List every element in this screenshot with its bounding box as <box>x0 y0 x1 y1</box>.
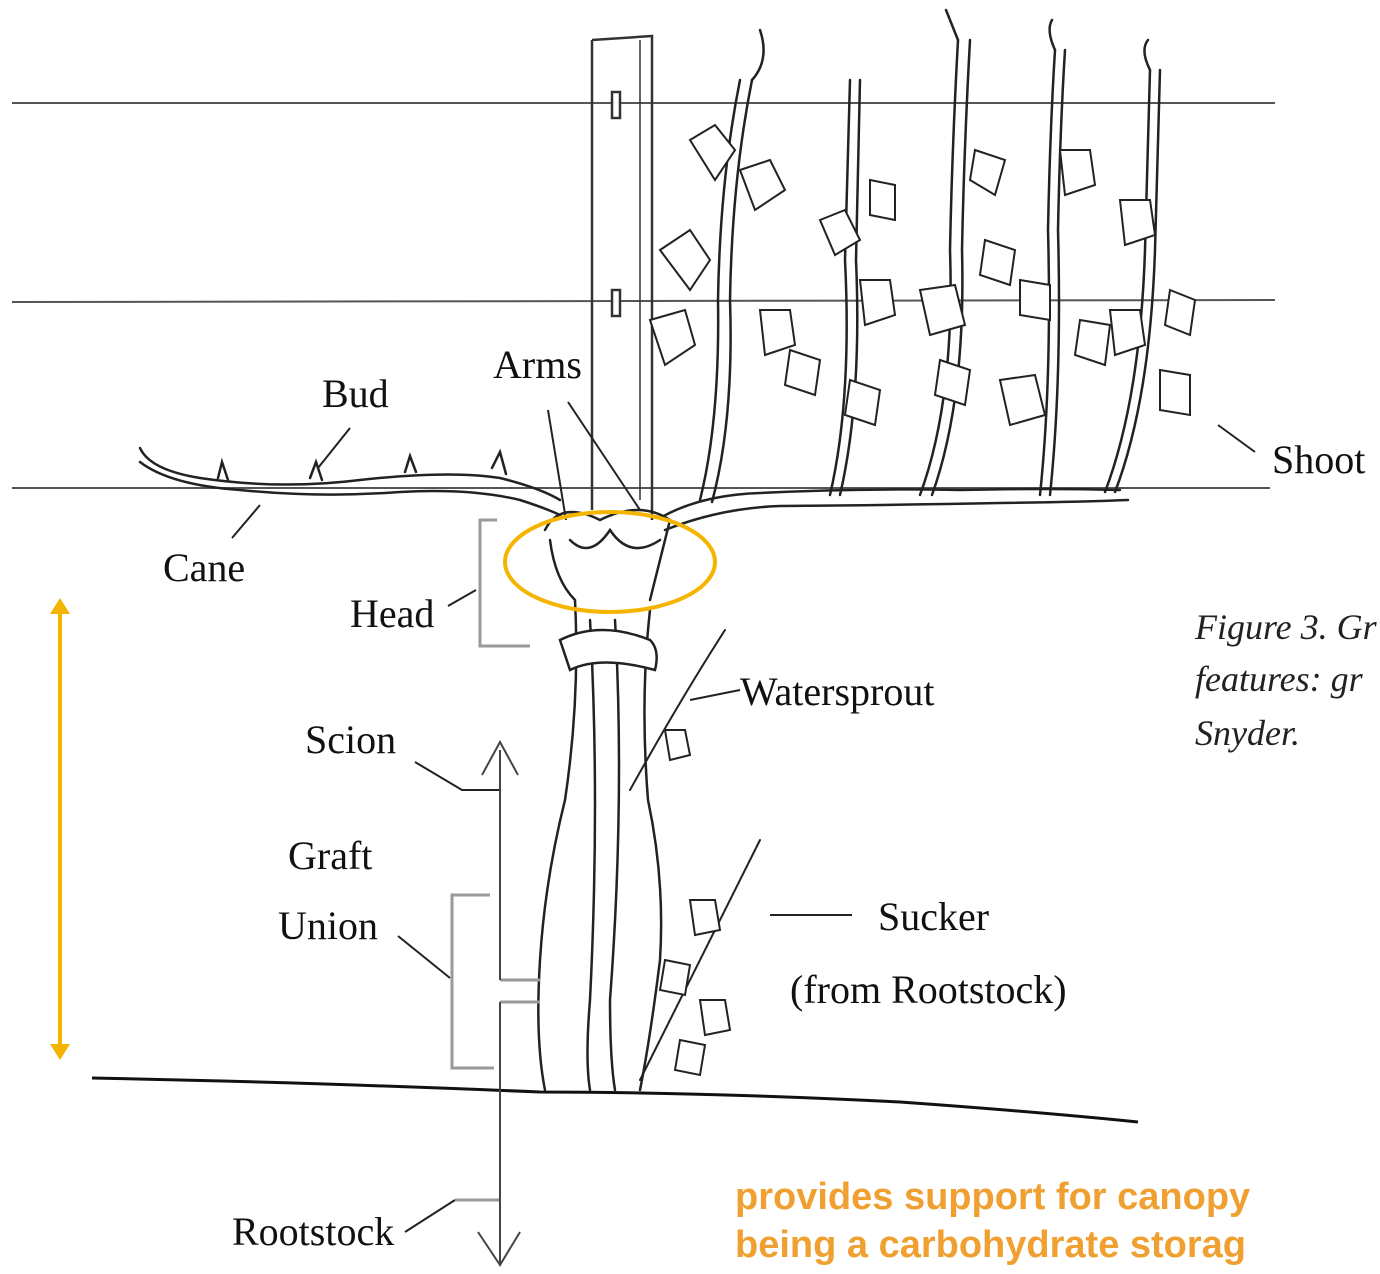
label-watersprout: Watersprout <box>740 672 935 712</box>
figure-caption-line3: Snyder. <box>1195 714 1300 754</box>
head-highlight-ellipse <box>505 512 715 612</box>
note-line1: provides support for canopy <box>735 1178 1250 1218</box>
label-head: Head <box>350 594 434 634</box>
label-rootstock: Rootstock <box>232 1212 394 1252</box>
label-cane: Cane <box>163 548 245 588</box>
figure-caption-line2: features: gr <box>1195 660 1363 700</box>
accent-down-arrowhead <box>50 1044 70 1060</box>
figure-caption-line1: Figure 3. Gr <box>1195 608 1377 648</box>
graft-union-bracket <box>452 895 494 1068</box>
middle-wire <box>12 300 1275 302</box>
trellis-post <box>592 36 652 520</box>
accent-up-arrowhead <box>50 598 70 614</box>
trunk <box>538 510 670 1090</box>
label-pointers <box>232 402 1255 1232</box>
brackets <box>452 520 540 1200</box>
label-union: Union <box>278 906 378 946</box>
label-shoot: Shoot <box>1272 440 1365 480</box>
note-line2: being a carbohydrate storag <box>735 1226 1246 1266</box>
label-scion: Scion <box>305 720 396 760</box>
cordon-and-shoots <box>660 10 1160 530</box>
trunk-height-arrow <box>50 598 70 1060</box>
label-bud: Bud <box>322 374 389 414</box>
label-sucker: Sucker <box>878 897 989 937</box>
head-bracket <box>480 520 530 646</box>
cane <box>140 448 560 515</box>
label-arms: Arms <box>493 345 582 385</box>
label-graft: Graft <box>288 836 372 876</box>
label-from-rootstock: (from Rootstock) <box>790 970 1067 1010</box>
